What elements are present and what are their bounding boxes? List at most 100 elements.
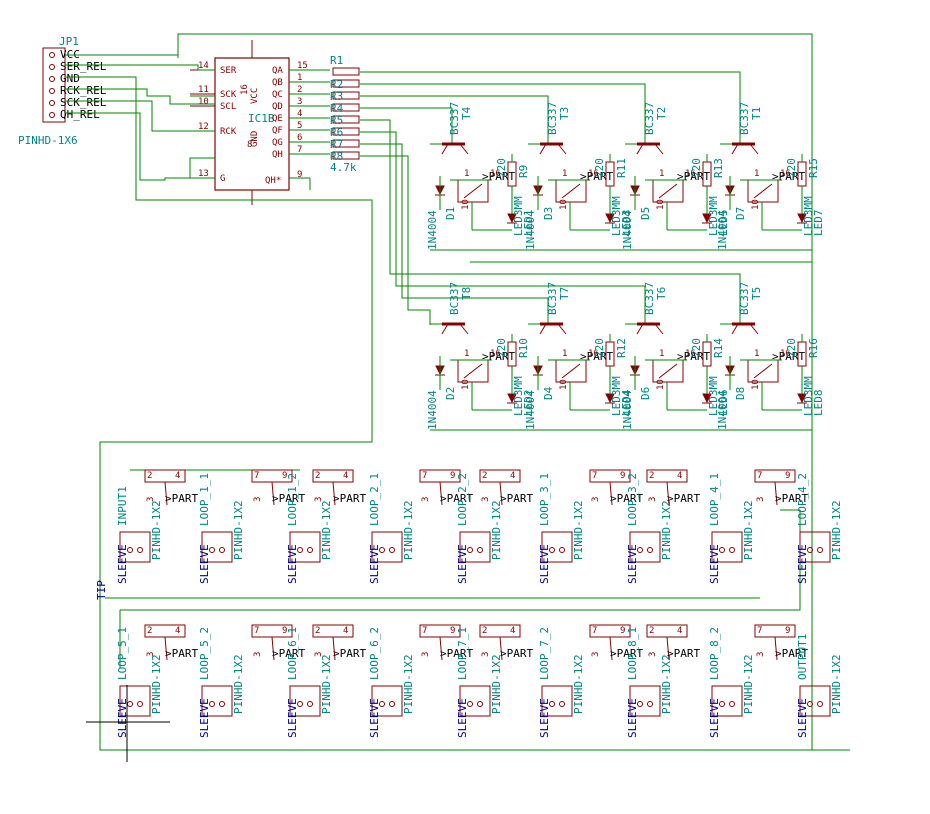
transistor-ref: T2 <box>655 107 668 120</box>
jp1-pin-label: SCK_REL <box>60 96 107 109</box>
coil-pin: 16 <box>685 169 696 179</box>
transistor-lead <box>459 143 469 155</box>
contact-part-label: >PART <box>667 647 700 660</box>
contact-pin: 4 <box>175 626 180 636</box>
sleeve-label: SLEEVE <box>286 698 299 738</box>
connector-body <box>289 531 321 563</box>
connector-body <box>629 531 661 563</box>
led-ref: LED3 <box>620 210 633 237</box>
diode-ref: D5 <box>639 207 652 220</box>
r1-sub-label: R6 <box>330 126 343 139</box>
connector-ref: LOOP_4_1 <box>708 473 721 526</box>
led-ref: LED2 <box>522 390 535 417</box>
resistor-value: 220 <box>690 158 703 178</box>
sleeve-label: SLEEVE <box>538 698 551 738</box>
connector-body <box>201 685 233 717</box>
sleeve-label: SLEEVE <box>116 544 129 584</box>
transistor-lead <box>636 143 644 155</box>
sleeve-label: SLEEVE <box>368 544 381 584</box>
connector-ref: LOOP_1_1 <box>198 473 211 526</box>
coil-pin: 1 <box>562 169 567 179</box>
coil-pin: 1 <box>754 169 759 179</box>
connector-value: PINHD-1X2 <box>320 654 333 714</box>
sleeve-label: SLEEVE <box>456 544 469 584</box>
ic1-right-pin-num: 4 <box>297 109 302 119</box>
connector-body <box>371 531 403 563</box>
sleeve-label: SLEEVE <box>198 544 211 584</box>
connector-body <box>541 685 573 717</box>
contact-pin: 9 <box>620 471 625 481</box>
connector-value: PINHD-1X2 <box>572 500 585 560</box>
contact-pin: 4 <box>510 471 515 481</box>
diode-value: 1N4004 <box>621 390 634 430</box>
jp1-connector[interactable]: JP1 PINHD-1X6 VCCSER_RELGNDRCK_RELSCK_RE… <box>18 35 107 147</box>
coil-pin: 16 <box>780 349 791 359</box>
ic1-right-pin-num: 6 <box>297 133 302 143</box>
transistor-value: BC337 <box>643 282 656 315</box>
ic1-left-pin-name: G <box>220 174 225 184</box>
led-value: LED3MM <box>707 376 720 416</box>
contact-pin: 7 <box>592 471 597 481</box>
relay-pin: 10 <box>656 199 666 210</box>
contact-pin: 4 <box>175 471 180 481</box>
coil-pin: 16 <box>490 169 501 179</box>
ic1-right-pin-num: 7 <box>297 145 302 155</box>
transistor-lead <box>557 143 567 155</box>
contact-mid-pin: 3 <box>756 652 766 657</box>
r1-body <box>332 67 360 76</box>
transistor-value: BC337 <box>448 102 461 135</box>
part-label: >PART <box>772 170 805 183</box>
ic1-right-pin-name: QC <box>272 90 283 100</box>
connector-body <box>459 531 491 563</box>
transistor-lead <box>731 323 739 335</box>
contact-part-label: >PART <box>272 492 305 505</box>
resistor-ref: R15 <box>807 158 820 178</box>
connector-value: PINHD-1X2 <box>660 500 673 560</box>
